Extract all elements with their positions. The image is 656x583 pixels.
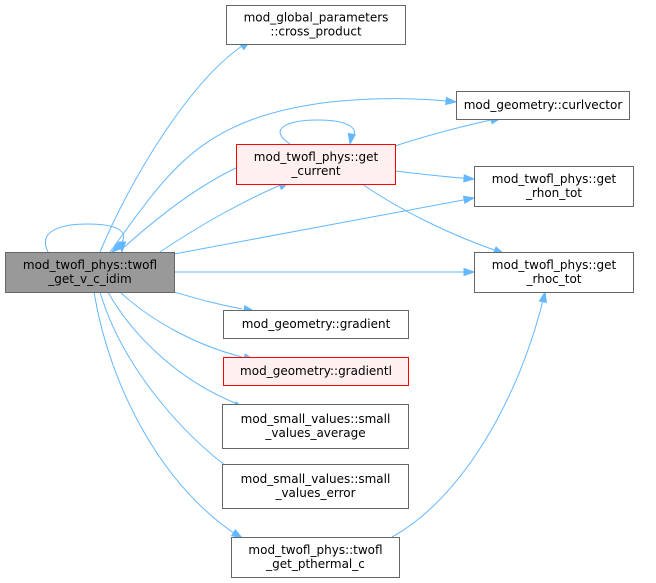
edge-line: [391, 291, 546, 538]
arrowhead-icon: [230, 528, 244, 539]
node-label: _values_error: [274, 486, 355, 500]
edge-line: [279, 119, 356, 145]
node-cross[interactable]: mod_global_parameters::cross_product: [226, 5, 406, 45]
node-box[interactable]: [231, 537, 400, 578]
node-label: _get_pthermal_c: [265, 557, 365, 571]
arrowhead-icon: [347, 132, 356, 146]
node-box[interactable]: [226, 5, 406, 45]
node-label: mod_small_values::small: [241, 412, 391, 426]
node-label: _rhon_tot: [525, 186, 582, 200]
edge-getcur-to-getcur: [279, 119, 356, 146]
edge-line: [394, 170, 475, 180]
node-grad[interactable]: mod_geometry::gradient: [223, 310, 409, 339]
edge-line: [173, 197, 475, 255]
node-label: mod_twofl_phys::get: [254, 150, 379, 164]
node-label: mod_twofl_phys::get: [492, 172, 617, 186]
node-curl[interactable]: mod_geometry::curlvector: [456, 91, 630, 120]
edge-line: [121, 167, 237, 250]
node-pth[interactable]: mod_twofl_phys::twofl_get_pthermal_c: [231, 537, 400, 578]
edge-line: [45, 223, 124, 253]
node-label: mod_twofl_phys::twofl: [248, 543, 382, 557]
node-box[interactable]: [5, 252, 175, 293]
arrowhead-icon: [462, 195, 476, 204]
node-box[interactable]: [474, 252, 634, 293]
arrowhead-icon: [463, 267, 476, 277]
node-root[interactable]: mod_twofl_phys::twofl_get_v_c_idim: [5, 252, 175, 293]
node-label: mod_geometry::gradient: [242, 317, 391, 331]
node-box[interactable]: [222, 464, 409, 509]
edge-root-to-curl: [109, 96, 458, 253]
edge-getcur-to-root: [110, 167, 237, 253]
edge-line: [119, 291, 243, 358]
edge-line: [159, 183, 284, 253]
node-label: ::cross_product: [270, 25, 362, 39]
arrowhead-icon: [463, 174, 476, 183]
node-getcur[interactable]: mod_twofl_phys::get_current: [236, 144, 396, 185]
edge-root-to-getcur: [159, 181, 291, 253]
node-label: _rhoc_tot: [525, 272, 581, 286]
node-box[interactable]: [236, 144, 396, 185]
node-layer: mod_twofl_phys::twofl_get_v_c_idimmod_gl…: [5, 5, 634, 578]
node-box[interactable]: [223, 357, 409, 386]
node-label: _values_average: [264, 426, 365, 440]
node-label: mod_global_parameters: [244, 11, 389, 25]
edge-root-to-pth: [93, 291, 244, 539]
arrowhead-icon: [110, 242, 123, 253]
node-box[interactable]: [222, 404, 409, 449]
node-box[interactable]: [456, 91, 630, 120]
edge-line: [109, 98, 457, 253]
edge-line: [173, 291, 243, 310]
node-svavg[interactable]: mod_small_values::small_values_average: [222, 404, 409, 449]
arrowhead-icon: [538, 290, 547, 304]
node-box[interactable]: [474, 166, 634, 207]
edge-layer: [45, 40, 547, 539]
node-gradl[interactable]: mod_geometry::gradientl: [223, 357, 409, 386]
node-label: _current: [290, 164, 341, 178]
edge-line: [107, 291, 244, 407]
edge-root-to-rhoc: [174, 267, 476, 277]
edge-pth-to-rhoc: [391, 290, 547, 538]
node-label: mod_small_values::small: [241, 472, 391, 486]
edge-root-to-cross: [99, 40, 252, 253]
edge-line: [93, 291, 241, 538]
edge-line: [99, 291, 239, 476]
edge-line: [394, 118, 496, 147]
node-label: _get_v_c_idim: [47, 272, 131, 286]
edge-root-to-rhon: [173, 195, 476, 255]
node-label: mod_twofl_phys::twofl: [23, 258, 157, 272]
node-label: mod_geometry::gradientl: [240, 364, 392, 378]
edge-line: [361, 183, 501, 253]
arrowhead-icon: [445, 96, 458, 106]
node-label: mod_twofl_phys::get: [492, 258, 617, 272]
node-sverr[interactable]: mod_small_values::small_values_error: [222, 464, 409, 509]
node-label: mod_geometry::curlvector: [464, 98, 623, 112]
node-rhon[interactable]: mod_twofl_phys::get_rhon_tot: [474, 166, 634, 207]
edge-line: [99, 43, 246, 253]
node-box[interactable]: [223, 310, 409, 339]
edge-getcur-to-rhon: [394, 170, 476, 183]
node-rhoc[interactable]: mod_twofl_phys::get_rhoc_tot: [474, 252, 634, 293]
